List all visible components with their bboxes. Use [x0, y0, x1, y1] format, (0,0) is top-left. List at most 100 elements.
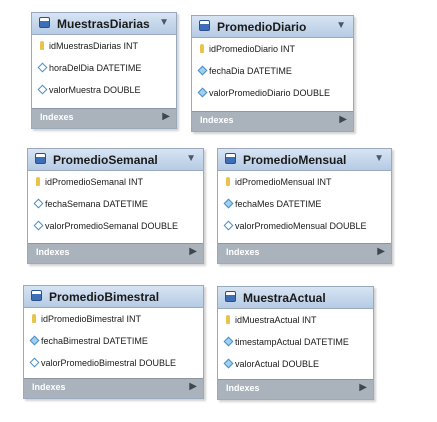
- table-header[interactable]: MuestraActual: [218, 287, 373, 309]
- column-label: idMuestrasDiarias INT: [49, 41, 139, 51]
- column-diamond-icon: [223, 198, 234, 209]
- column-label: fechaMes DATETIME: [235, 199, 322, 209]
- collapse-arrow-icon[interactable]: ▼: [336, 20, 346, 31]
- column-row[interactable]: horaDelDia DATETIME: [32, 57, 176, 79]
- indexes-bar[interactable]: Indexes ▶: [24, 378, 203, 398]
- column-label: horaDelDia DATETIME: [49, 63, 142, 73]
- table-icon: [199, 20, 210, 31]
- primary-key-icon: [40, 41, 44, 50]
- column-label: valorPromedioBimestral DOUBLE: [41, 358, 177, 368]
- column-row[interactable]: valorPromedioSemanal DOUBLE: [28, 215, 203, 237]
- column-label: fechaSemana DATETIME: [45, 199, 148, 209]
- table-icon: [225, 153, 236, 164]
- column-label: valorPromedioSemanal DOUBLE: [45, 221, 179, 231]
- indexes-bar[interactable]: Indexes ▶: [218, 243, 391, 263]
- indexes-label: Indexes: [32, 382, 66, 392]
- column-label: idPromedioBimestral INT: [41, 314, 142, 324]
- column-row[interactable]: idMuestraActual INT: [218, 309, 373, 331]
- table-header[interactable]: PromedioMensual ▼: [218, 149, 391, 171]
- indexes-label: Indexes: [40, 112, 74, 122]
- indexes-label: Indexes: [36, 247, 70, 257]
- primary-key-icon: [200, 44, 204, 53]
- table-header[interactable]: PromedioBimestral: [24, 286, 203, 308]
- indexes-bar[interactable]: Indexes ▶: [32, 108, 176, 128]
- column-row[interactable]: fechaDia DATETIME: [192, 60, 353, 82]
- indexes-label: Indexes: [226, 383, 260, 393]
- indexes-label: Indexes: [200, 115, 234, 125]
- expand-arrow-icon[interactable]: ▶: [162, 111, 170, 122]
- column-diamond-icon: [223, 220, 234, 231]
- table-promediodiario[interactable]: PromedioDiario ▼ idPromedioDiario INT fe…: [191, 15, 354, 132]
- expand-arrow-icon[interactable]: ▶: [377, 246, 385, 257]
- table-muestraactual[interactable]: MuestraActual idMuestraActual INT timest…: [217, 286, 374, 400]
- column-row[interactable]: idPromedioSemanal INT: [28, 171, 203, 193]
- expand-arrow-icon[interactable]: ▶: [189, 381, 197, 392]
- column-row[interactable]: idPromedioBimestral INT: [24, 308, 203, 330]
- column-label: valorActual DOUBLE: [235, 359, 320, 369]
- collapse-arrow-icon[interactable]: ▼: [374, 153, 384, 164]
- table-promediobimestral[interactable]: PromedioBimestral idPromedioBimestral IN…: [23, 285, 204, 399]
- collapse-arrow-icon[interactable]: ▼: [159, 17, 169, 28]
- column-row[interactable]: valorMuestra DOUBLE: [32, 79, 176, 101]
- column-diamond-icon: [29, 335, 40, 346]
- column-row[interactable]: idPromedioDiario INT: [192, 38, 353, 60]
- column-row[interactable]: valorPromedioDiario DOUBLE: [192, 82, 353, 104]
- column-row[interactable]: valorPromedioBimestral DOUBLE: [24, 352, 203, 374]
- column-row[interactable]: fechaBimestral DATETIME: [24, 330, 203, 352]
- table-icon: [31, 290, 42, 301]
- column-row[interactable]: idMuestrasDiarias INT: [32, 35, 176, 57]
- column-label: valorPromedioDiario DOUBLE: [209, 88, 331, 98]
- column-row[interactable]: valorActual DOUBLE: [218, 353, 373, 375]
- column-diamond-icon: [223, 358, 234, 369]
- table-promediomensual[interactable]: PromedioMensual ▼ idPromedioMensual INT …: [217, 148, 392, 264]
- table-header[interactable]: PromedioDiario ▼: [192, 16, 353, 38]
- column-label: valorPromedioMensual DOUBLE: [235, 221, 367, 231]
- table-name: MuestrasDiarias: [57, 17, 150, 31]
- table-name: PromedioMensual: [243, 153, 347, 167]
- column-row[interactable]: valorPromedioMensual DOUBLE: [218, 215, 391, 237]
- indexes-bar[interactable]: Indexes ▶: [218, 379, 373, 399]
- expand-arrow-icon[interactable]: ▶: [339, 114, 347, 125]
- table-name: PromedioSemanal: [53, 153, 158, 167]
- primary-key-icon: [226, 315, 230, 324]
- column-row[interactable]: fechaMes DATETIME: [218, 193, 391, 215]
- expand-arrow-icon[interactable]: ▶: [359, 382, 367, 393]
- primary-key-icon: [32, 314, 36, 323]
- column-diamond-icon: [37, 84, 48, 95]
- column-row[interactable]: timestampActual DATETIME: [218, 331, 373, 353]
- table-icon: [39, 17, 50, 28]
- table-name: PromedioBimestral: [49, 290, 160, 304]
- table-muestrasdiarias[interactable]: MuestrasDiarias ▼ idMuestrasDiarias INT …: [31, 12, 177, 129]
- column-label: timestampActual DATETIME: [235, 337, 349, 347]
- column-row[interactable]: fechaSemana DATETIME: [28, 193, 203, 215]
- column-label: fechaBimestral DATETIME: [41, 336, 148, 346]
- table-header[interactable]: MuestrasDiarias ▼: [32, 13, 176, 35]
- indexes-label: Indexes: [226, 247, 260, 257]
- column-diamond-icon: [197, 87, 208, 98]
- primary-key-icon: [226, 177, 230, 186]
- table-promediosemanal[interactable]: PromedioSemanal ▼ idPromedioSemanal INT …: [27, 148, 204, 264]
- column-diamond-icon: [197, 65, 208, 76]
- indexes-bar[interactable]: Indexes ▶: [28, 243, 203, 263]
- table-icon: [225, 291, 236, 302]
- indexes-bar[interactable]: Indexes ▶: [192, 111, 353, 131]
- collapse-arrow-icon[interactable]: ▼: [186, 153, 196, 164]
- column-label: fechaDia DATETIME: [209, 66, 292, 76]
- column-row[interactable]: idPromedioMensual INT: [218, 171, 391, 193]
- expand-arrow-icon[interactable]: ▶: [189, 246, 197, 257]
- table-icon: [35, 153, 46, 164]
- column-diamond-icon: [223, 336, 234, 347]
- primary-key-icon: [36, 177, 40, 186]
- column-diamond-icon: [37, 62, 48, 73]
- table-name: PromedioDiario: [217, 20, 307, 34]
- table-header[interactable]: PromedioSemanal ▼: [28, 149, 203, 171]
- column-diamond-icon: [29, 357, 40, 368]
- column-label: idPromedioMensual INT: [235, 177, 332, 187]
- column-label: idPromedioSemanal INT: [45, 177, 144, 187]
- column-diamond-icon: [33, 198, 44, 209]
- column-label: idMuestraActual INT: [235, 315, 317, 325]
- column-diamond-icon: [33, 220, 44, 231]
- column-label: valorMuestra DOUBLE: [49, 85, 141, 95]
- column-label: idPromedioDiario INT: [209, 44, 296, 54]
- table-name: MuestraActual: [243, 291, 326, 305]
